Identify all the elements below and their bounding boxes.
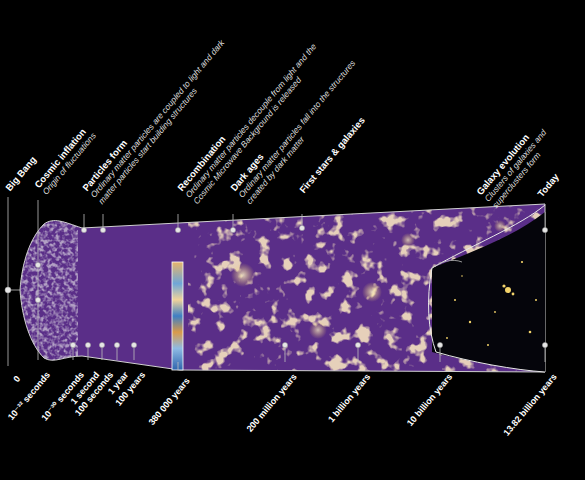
time-label-holder: 13.82 billion years [497,368,561,439]
time-label: 200 million years [245,372,299,434]
body-outline [20,204,545,372]
today-galaxies [446,261,537,346]
universe-body [0,190,560,380]
time-label-holder: 380 000 years [142,372,193,428]
tick-lines [8,197,545,370]
page-curl [432,260,462,268]
time-label-holder: 10 billion years [400,368,456,429]
today-panel [432,212,545,372]
cmb-strip [172,262,183,370]
time-label: 10 billion years [405,372,454,428]
time-label: 1 billion years [326,372,372,424]
time-label-holder: 1 billion years [321,368,373,426]
label-group: Galaxy evolutionClusters of galaxies and… [474,110,565,210]
time-label: 0 [11,374,22,384]
tick-dots [5,225,548,347]
time-label-holder: 200 million years [240,368,300,435]
page-curl [429,205,545,372]
time-label-holder: 0 [7,370,24,385]
time-label: 13.82 billion years [502,372,560,438]
time-label: 380 000 years [147,376,192,427]
